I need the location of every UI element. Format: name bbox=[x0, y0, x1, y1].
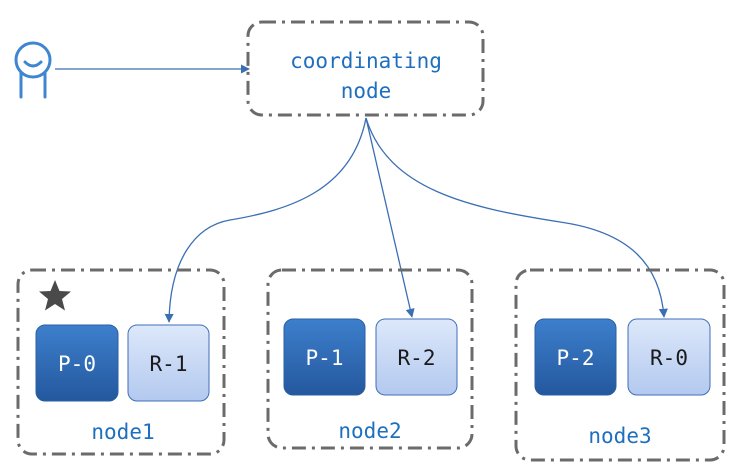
star-icon bbox=[39, 280, 71, 311]
node2-primary-label: P-1 bbox=[306, 346, 344, 370]
node3-group: P-2 R-0 node3 bbox=[514, 268, 726, 462]
arrow-to-node1 bbox=[164, 117, 367, 323]
node1-box bbox=[16, 268, 226, 456]
node3-box bbox=[514, 268, 726, 462]
node2-replica-shard bbox=[375, 318, 458, 396]
node3-label: node3 bbox=[588, 424, 651, 448]
coordinating-node-label-line2: node bbox=[341, 79, 392, 103]
node1-primary-label: P-0 bbox=[58, 352, 96, 376]
node1-group: P-0 R-1 node1 bbox=[16, 268, 226, 456]
node1-primary-shard bbox=[35, 324, 119, 402]
node1-label: node1 bbox=[91, 420, 154, 444]
node3-primary-label: P-2 bbox=[557, 346, 595, 370]
coordinating-node-box bbox=[246, 20, 485, 117]
coordinating-node-label-line1: coordinating bbox=[290, 49, 442, 73]
node2-primary-shard bbox=[283, 318, 366, 396]
node2-box bbox=[266, 268, 474, 450]
node2-replica-label: R-2 bbox=[398, 346, 436, 370]
arrow-to-node2 bbox=[365, 117, 415, 318]
node3-replica-label: R-0 bbox=[650, 346, 688, 370]
node1-replica-shard bbox=[127, 324, 210, 402]
node1-replica-label: R-1 bbox=[150, 352, 188, 376]
node3-primary-shard bbox=[534, 318, 617, 396]
node2-label: node2 bbox=[338, 419, 401, 443]
node3-replica-shard bbox=[627, 318, 711, 396]
user-icon bbox=[14, 41, 52, 99]
node2-group: P-1 R-2 node2 bbox=[266, 268, 474, 450]
